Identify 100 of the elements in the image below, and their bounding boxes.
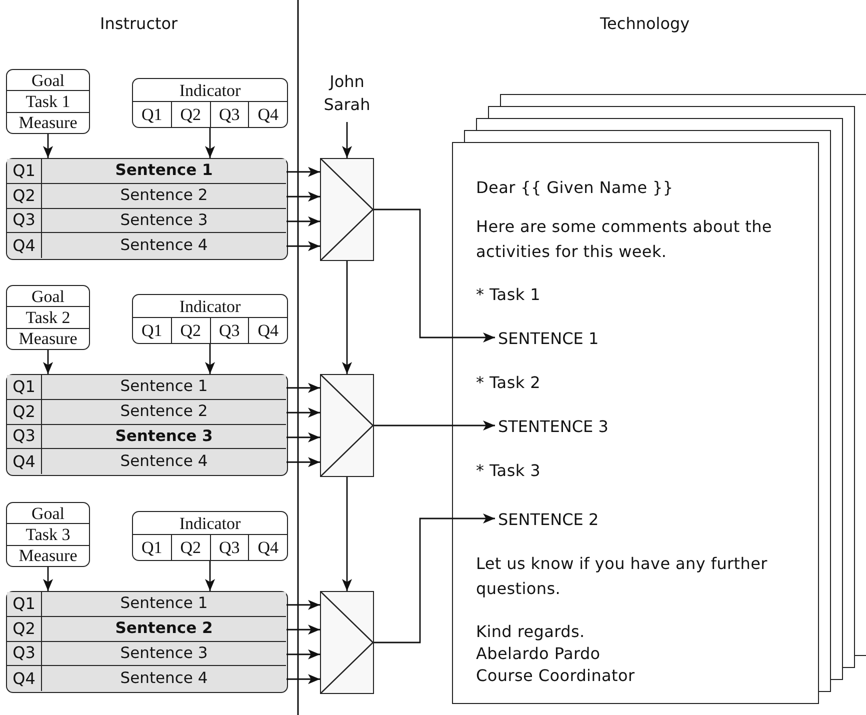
goal-cell-text: Measure (18, 328, 78, 349)
sentence-table (6, 158, 288, 260)
arrow (286, 382, 320, 393)
goal-box (6, 502, 90, 567)
arrow (374, 514, 495, 644)
quartile-label: Q4 (7, 666, 42, 691)
arrow (286, 241, 320, 252)
column-heading: Technology (600, 14, 690, 33)
sentence-text: Sentence 4 (119, 668, 209, 689)
table-row (7, 424, 286, 450)
sentence-text: Sentence 1 (114, 160, 214, 182)
indicator-heading: Indicator (133, 512, 287, 535)
quartile-cell: Q1 (133, 102, 172, 127)
column-heading: Instructor (100, 14, 178, 33)
indicator-heading: Indicator (133, 295, 287, 318)
multiplexer-symbol (320, 158, 374, 261)
goal-cell: Goal (7, 503, 89, 524)
letter-text: Kind regards. (476, 621, 586, 643)
arrow (286, 624, 320, 635)
arrow (286, 216, 320, 226)
arrow (205, 344, 215, 374)
letter-text: Dear {{ Given Name }} (476, 177, 674, 199)
quartile-label: Q1 (7, 592, 42, 616)
table-row (7, 184, 286, 208)
arrow (286, 192, 320, 202)
arrow (342, 122, 352, 158)
letter-page (452, 142, 819, 704)
quartile-cell: Q3 (210, 102, 250, 127)
quartile-cell-text: Q4 (256, 537, 280, 559)
table-row (7, 642, 286, 666)
sentence-text: Sentence 2 (114, 618, 214, 639)
letter-text: Here are some comments about the activities for this week. (476, 216, 773, 263)
quartile-label: Q4 (7, 449, 42, 474)
arrow (43, 134, 53, 158)
quartile-cell: Q3 (210, 535, 250, 560)
quartile-label: Q4 (7, 233, 42, 258)
letter-text: * Task 1 (476, 284, 542, 306)
merged-sentence: SENTENCE 1 (496, 326, 599, 351)
quartile-cell: Q2 (172, 535, 210, 560)
table-row (7, 400, 286, 424)
goal-cell: Task 3 (7, 524, 89, 546)
merged-sentence: SENTENCE 2 (496, 507, 599, 532)
sentence-text: Sentence 4 (119, 234, 209, 256)
quartile-label: Q2 (7, 400, 42, 424)
letter-text: Let us know if you have any further questions. (476, 553, 768, 600)
sentence-text: Sentence 1 (119, 593, 209, 614)
goal-cell-text: Measure (18, 546, 78, 566)
quartile-label: Q2 (7, 184, 42, 208)
table-row (7, 592, 286, 617)
table-row (7, 208, 286, 234)
sentence-text: Sentence 1 (119, 376, 209, 398)
quartile-label: Q3 (7, 642, 42, 666)
arrow (286, 600, 320, 610)
indicator-box (132, 294, 288, 344)
arrow (43, 567, 53, 591)
indicator-heading: Indicator (133, 79, 287, 102)
quartile-label: Q3 (7, 208, 42, 232)
quartile-label: Q1 (7, 159, 42, 183)
goal-cell: Goal (7, 70, 89, 92)
multiplexer-symbol (320, 591, 374, 694)
quartile-cell: Q1 (133, 535, 172, 560)
arrow (286, 166, 320, 177)
quartile-cell: Q2 (172, 318, 210, 343)
arrow (205, 561, 215, 591)
arrow (286, 674, 320, 684)
arrow (286, 408, 320, 418)
sentence-text: Sentence 2 (119, 400, 209, 422)
quartile-label: Q3 (7, 424, 42, 448)
quartile-cell: Q1 (133, 318, 172, 343)
sentence-table (6, 374, 288, 476)
merged-sentence: STENTENCE 3 (496, 414, 608, 439)
quartile-label: Q1 (7, 375, 42, 399)
arrow (205, 128, 215, 158)
table-row (7, 375, 286, 400)
quartile-label: Q2 (7, 616, 42, 640)
goal-cell-text: Measure (18, 112, 78, 133)
goal-cell: Task 1 (7, 91, 89, 113)
quartile-cell: Q3 (210, 318, 250, 343)
quartile-cell: Q2 (172, 102, 210, 127)
goal-cell: Goal (7, 286, 89, 308)
arrow (286, 457, 320, 468)
goal-cell: Task 2 (7, 307, 89, 329)
name-list: John Sarah (312, 70, 382, 122)
arrow (43, 350, 53, 374)
quartile-cell-text: Q4 (256, 104, 280, 126)
arrow (342, 477, 352, 591)
arrow (374, 208, 495, 342)
table-row (7, 159, 286, 184)
multiplexer-symbol (320, 374, 374, 477)
sentence-text: Sentence 2 (119, 184, 209, 206)
arrow (374, 420, 495, 430)
letter-text: * Task 3 (476, 460, 542, 482)
goal-box (6, 285, 90, 350)
table-row (7, 616, 286, 642)
goal-box (6, 69, 90, 134)
arrow (286, 432, 320, 442)
indicator-box (132, 78, 288, 128)
arrow (286, 649, 320, 660)
indicator-box (132, 511, 288, 561)
letter-text: * Task 2 (476, 372, 542, 394)
